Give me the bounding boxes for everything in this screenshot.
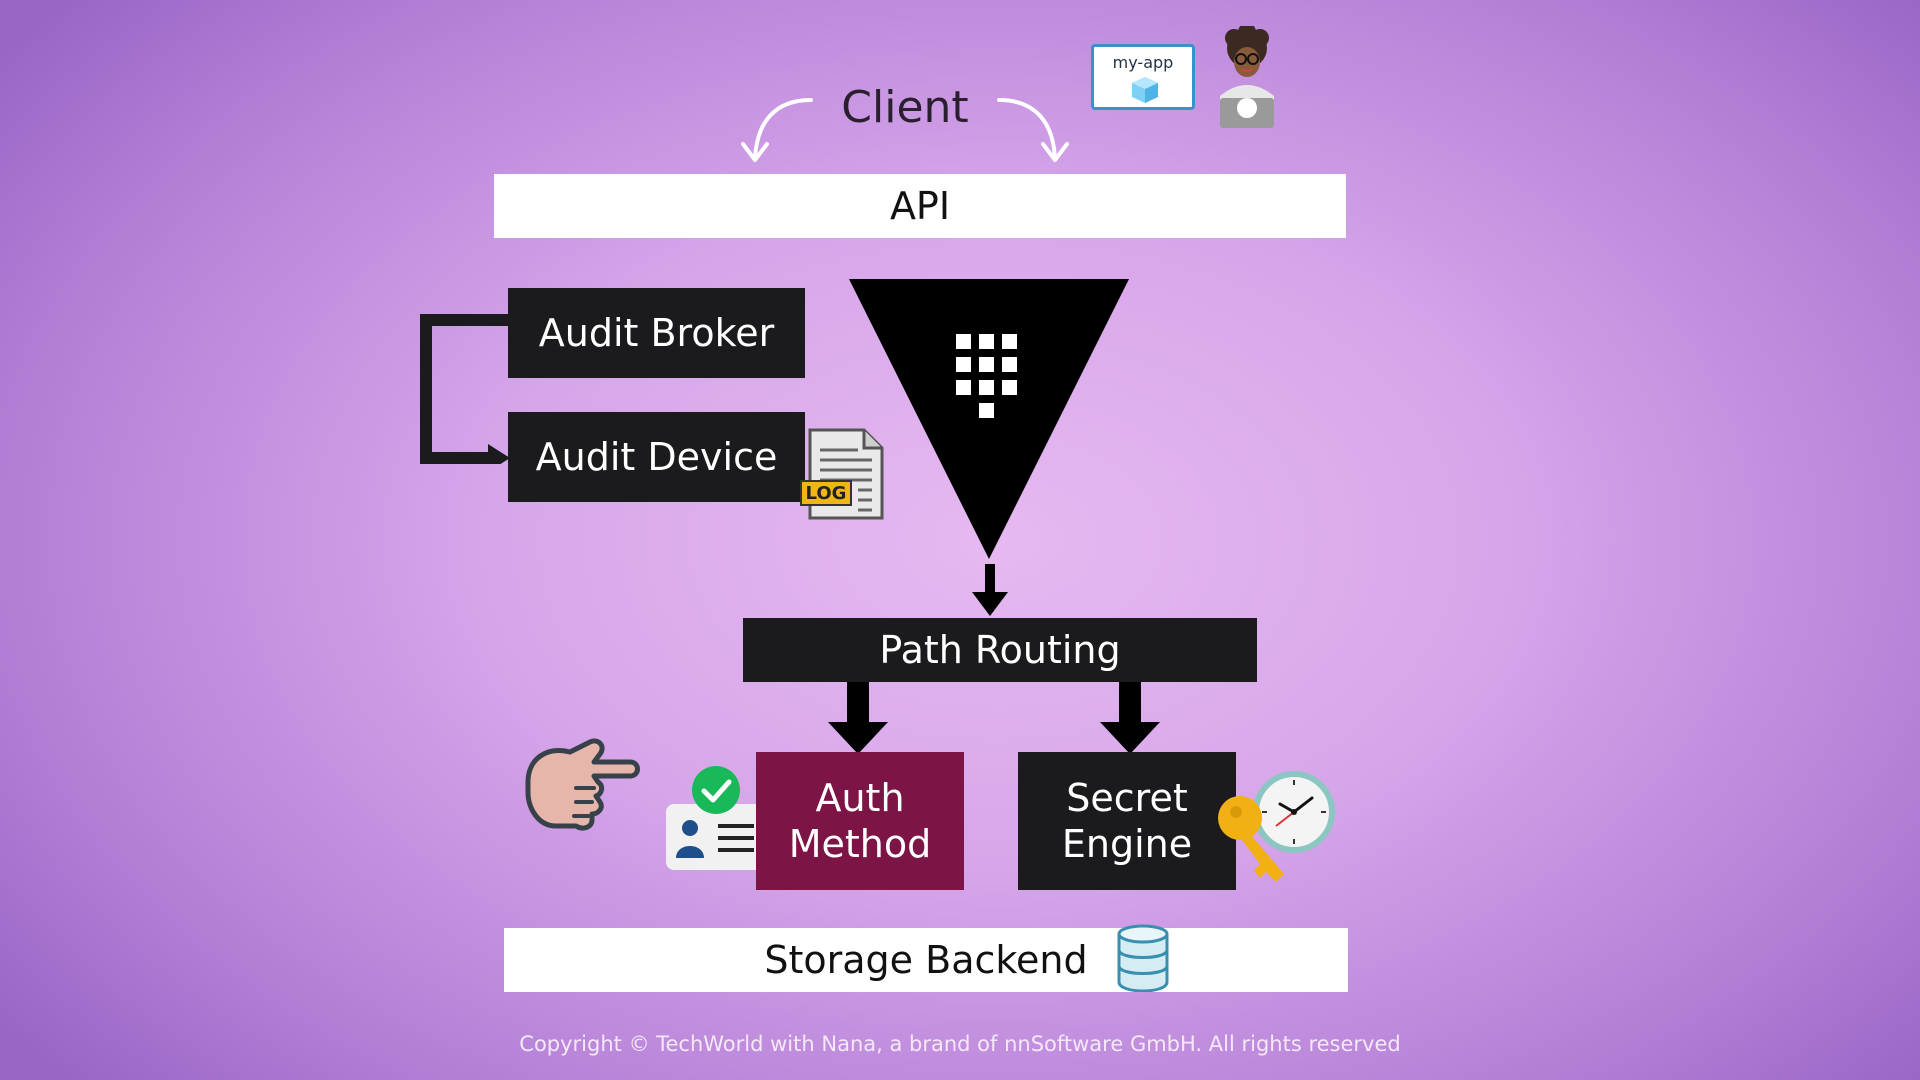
routing-to-secret-arrow [1100,682,1160,754]
developer-avatar-icon [1220,26,1274,128]
clock-icon [1253,771,1335,853]
id-card-check-icon [664,764,768,872]
audit-device-label: Audit Device [535,435,778,479]
auth-method-line2: Method [788,822,932,866]
audit-broker-box: Audit Broker [508,288,805,378]
audit-device-box: Audit Device [508,412,805,502]
copyright-footer: Copyright © TechWorld with Nana, a brand… [519,1032,1401,1056]
routing-to-auth-arrow [828,682,888,754]
my-app-card: my-app [1091,44,1195,110]
client-label: Client [841,81,969,133]
vault-to-routing-arrow [972,564,1008,616]
key-icon [1218,796,1284,882]
storage-backend-label: Storage Backend [764,938,1088,982]
secret-engine-line2: Engine [1061,822,1193,866]
path-routing-label: Path Routing [879,628,1121,672]
audit-connector-arrow [420,314,510,464]
log-file-icon: LOG [800,428,886,520]
log-badge-label: LOG [805,482,847,504]
api-label: API [889,184,951,228]
auth-method-box: Auth Method [756,752,964,890]
arrow-left-curve-icon [741,98,813,162]
path-routing-box: Path Routing [743,618,1257,682]
my-app-label: my-app [1112,53,1174,72]
log-badge: LOG [800,480,852,506]
pointing-hand-icon [525,738,640,831]
secret-engine-line1: Secret [1066,776,1188,820]
secret-engine-box: Secret Engine [1018,752,1236,890]
vault-logo-icon [849,279,1129,559]
api-box: API [494,174,1346,238]
storage-backend-box: Storage Backend [504,928,1348,992]
database-icon [1117,924,1169,992]
audit-broker-label: Audit Broker [538,311,775,355]
app-cube-icon [1132,77,1158,103]
arrow-right-curve-icon [997,98,1069,162]
auth-method-line1: Auth [815,776,905,820]
